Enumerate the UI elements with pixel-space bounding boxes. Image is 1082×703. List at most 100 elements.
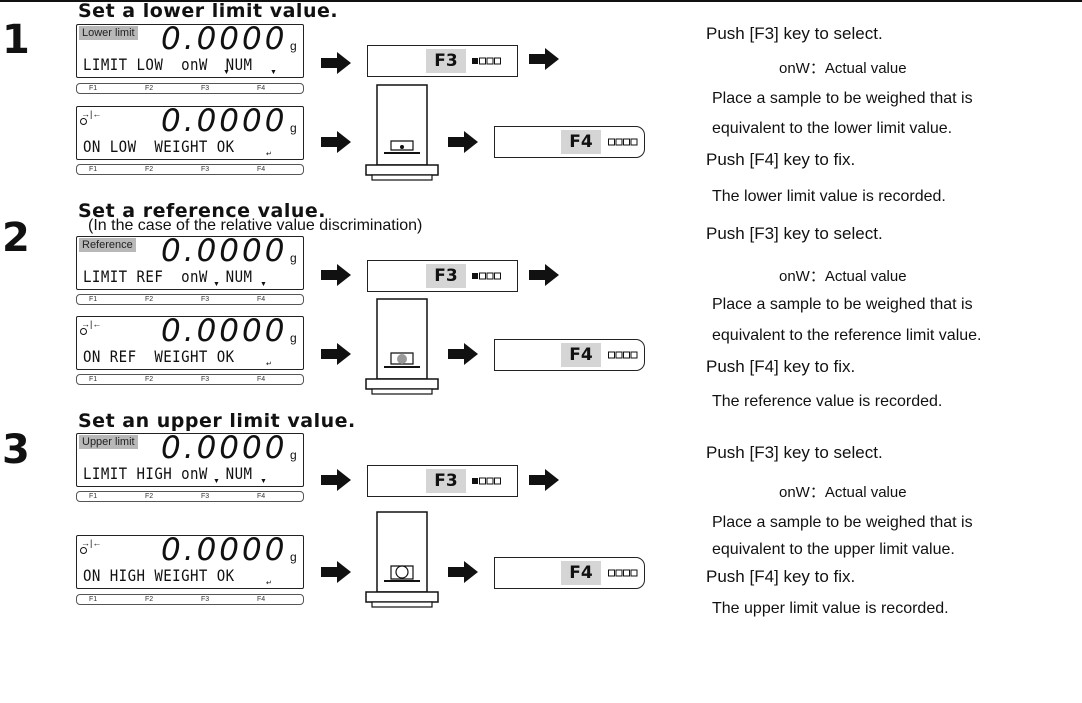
display-unit: g: [290, 251, 297, 265]
display-message: LIMIT HIGH onW NUM: [83, 464, 253, 483]
stability-icon: →|←: [81, 109, 102, 119]
instruction-fix: Push [F4] key to fix.: [706, 150, 856, 169]
fkey-label: F4: [257, 376, 266, 383]
display-mode-tag: Reference: [79, 238, 136, 252]
zero-indicator-icon: [80, 118, 87, 125]
fkey-label: F1: [89, 296, 98, 303]
zero-indicator-icon: [80, 328, 87, 335]
f3-key-label: F3: [426, 469, 466, 493]
instruction-place-cont: equivalent to the reference limit value.: [712, 327, 982, 344]
fkey-label: F1: [89, 376, 98, 383]
fkey-label: F3: [201, 596, 210, 603]
balance-with-sample-icon: [365, 298, 439, 395]
display-unit: g: [290, 331, 297, 345]
instruction-place-cont: equivalent to the lower limit value.: [712, 120, 953, 137]
down-triangle-icon: ▼: [223, 69, 230, 76]
instruction-onw: onW：Actual value: [779, 484, 907, 501]
display-message: ON LOW WEIGHT OK: [83, 137, 235, 156]
down-triangle-icon: ▼: [213, 281, 220, 288]
fkey-label: F1: [89, 166, 98, 173]
balance-with-sample-icon: [365, 511, 439, 608]
fkey-label: F2: [145, 85, 154, 92]
right-arrow-icon: [529, 469, 559, 491]
right-arrow-icon: [448, 343, 478, 365]
right-arrow-icon: [321, 561, 351, 583]
down-triangle-icon: ▼: [213, 478, 220, 485]
display-message: LIMIT REF onW NUM: [83, 267, 253, 286]
lcd-display: →|← 0.0000 g ON HIGH WEIGHT OK ↵: [76, 532, 304, 589]
right-arrow-icon: [321, 52, 351, 74]
fkey-label: F4: [257, 166, 266, 173]
enter-mark-icon: ↵: [266, 580, 272, 587]
top-rule: [0, 0, 1082, 2]
display-message: ON REF WEIGHT OK: [83, 347, 235, 366]
key-indicator-icon: [608, 569, 638, 577]
down-triangle-icon: ▼: [270, 69, 277, 76]
fkey-label: F4: [257, 85, 266, 92]
f4-key-label: F4: [561, 130, 601, 154]
function-key-bar: F1 F2 F3 F4: [76, 164, 304, 175]
instruction-onw: onW：Actual value: [779, 268, 907, 285]
f3-key-label: F3: [426, 49, 466, 73]
instruction-select: Push [F3] key to select.: [706, 443, 883, 462]
enter-mark-icon: ↵: [266, 151, 272, 158]
right-arrow-icon: [448, 561, 478, 583]
fkey-label: F1: [89, 85, 98, 92]
display-value: 0.0000: [161, 233, 288, 269]
step-number: 1: [2, 17, 30, 63]
fkey-label: F3: [201, 493, 210, 500]
function-key-bar: F1 F2 F3 F4: [76, 491, 304, 502]
lcd-display: →|← 0.0000 g ON LOW WEIGHT OK ↵: [76, 103, 304, 160]
f4-key-illustration: F4: [494, 339, 645, 371]
right-arrow-icon: [321, 343, 351, 365]
f4-key-label: F4: [561, 343, 601, 367]
f3-key-illustration: F3: [367, 260, 518, 292]
zero-indicator-icon: [80, 547, 87, 554]
function-key-bar: F1 F2 F3 F4: [76, 374, 304, 385]
down-triangle-icon: ▼: [260, 281, 267, 288]
display-value: 0.0000: [161, 430, 288, 466]
display-message: LIMIT LOW onW NUM: [83, 55, 253, 74]
instruction-fix: Push [F4] key to fix.: [706, 357, 856, 376]
fkey-label: F4: [257, 296, 266, 303]
display-value: 0.0000: [161, 21, 288, 57]
fkey-label: F1: [89, 596, 98, 603]
right-arrow-icon: [321, 264, 351, 286]
display-unit: g: [290, 121, 297, 135]
key-indicator-icon: [472, 272, 501, 280]
fkey-label: F2: [145, 166, 154, 173]
instruction-select: Push [F3] key to select.: [706, 24, 883, 43]
f4-key-illustration: F4: [494, 126, 645, 158]
fkey-label: F3: [201, 166, 210, 173]
display-unit: g: [290, 39, 297, 53]
function-key-bar: F1 F2 F3 F4: [76, 83, 304, 94]
instruction-recorded: The upper limit value is recorded.: [712, 600, 949, 617]
f3-key-illustration: F3: [367, 45, 518, 77]
f3-key-label: F3: [426, 264, 466, 288]
fkey-label: F2: [145, 493, 154, 500]
display-value: 0.0000: [161, 103, 288, 139]
instruction-place-cont: equivalent to the upper limit value.: [712, 541, 955, 558]
fkey-label: F3: [201, 296, 210, 303]
instruction-place: Place a sample to be weighed that is: [712, 296, 973, 313]
display-unit: g: [290, 550, 297, 564]
function-key-bar: F1 F2 F3 F4: [76, 294, 304, 305]
balance-with-sample-icon: [365, 84, 439, 181]
down-triangle-icon: ▼: [260, 478, 267, 485]
f3-key-illustration: F3: [367, 465, 518, 497]
fkey-label: F1: [89, 493, 98, 500]
instruction-place: Place a sample to be weighed that is: [712, 514, 973, 531]
step-number: 2: [2, 215, 30, 261]
enter-mark-icon: ↵: [266, 361, 272, 368]
display-value: 0.0000: [161, 313, 288, 349]
stability-icon: →|←: [81, 319, 102, 329]
step-title: Set a reference value.: [78, 200, 327, 222]
instruction-select: Push [F3] key to select.: [706, 224, 883, 243]
function-key-bar: F1 F2 F3 F4: [76, 594, 304, 605]
fkey-label: F4: [257, 493, 266, 500]
step-subtitle: (In the case of the relative value discr…: [88, 217, 423, 234]
stability-icon: →|←: [81, 538, 102, 548]
right-arrow-icon: [448, 131, 478, 153]
fkey-label: F3: [201, 85, 210, 92]
key-indicator-icon: [608, 138, 638, 146]
